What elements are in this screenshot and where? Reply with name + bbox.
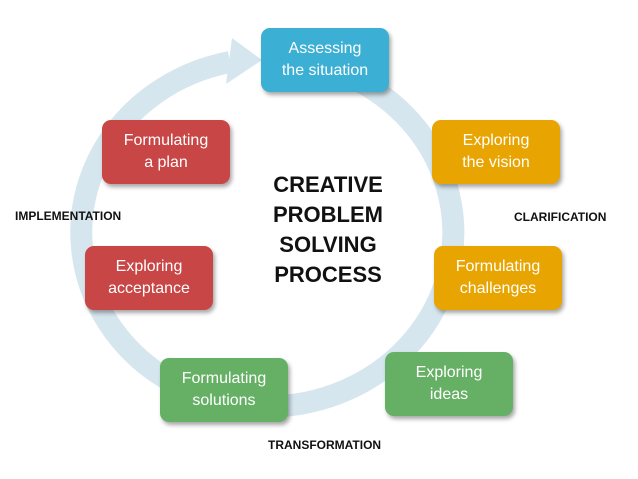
step-label-line: a plan (144, 154, 188, 171)
step-label-line: acceptance (108, 280, 190, 297)
step-assessing-the-situation: Assessing the situation (261, 28, 389, 92)
step-exploring-ideas: Exploring ideas (385, 352, 513, 416)
title-line: PROCESS (274, 262, 382, 287)
title-line: PROBLEM (273, 202, 383, 227)
step-formulating-a-plan: Formulating a plan (102, 120, 230, 184)
step-label-line: Formulating (455, 258, 541, 275)
step-label-line: challenges (459, 280, 537, 297)
step-label-line: the situation (281, 62, 369, 79)
step-formulating-challenges: Formulating challenges (434, 246, 562, 310)
cycle-arrowhead (226, 38, 262, 84)
step-label-line: Exploring (115, 258, 183, 275)
step-label-line: ideas (429, 386, 469, 403)
diagram-title: CREATIVE PROBLEM SOLVING PROCESS (246, 170, 410, 290)
step-label-line: the vision (462, 154, 530, 171)
step-exploring-the-vision: Exploring the vision (432, 120, 560, 184)
step-label-line: Formulating (123, 132, 209, 149)
step-formulating-solutions: Formulating solutions (160, 358, 288, 422)
step-label-line: Exploring (462, 132, 530, 149)
phase-label-clarification: CLARIFICATION (514, 210, 607, 224)
title-line: SOLVING (279, 232, 377, 257)
step-label-line: Formulating (181, 370, 267, 387)
step-label-line: Exploring (415, 364, 483, 381)
step-label-line: Assessing (288, 40, 362, 57)
step-label-line: solutions (192, 392, 256, 409)
title-line: CREATIVE (273, 172, 383, 197)
phase-label-implementation: IMPLEMENTATION (15, 209, 122, 223)
phase-label-transformation: TRANSFORMATION (268, 438, 382, 452)
step-exploring-acceptance: Exploring acceptance (85, 246, 213, 310)
